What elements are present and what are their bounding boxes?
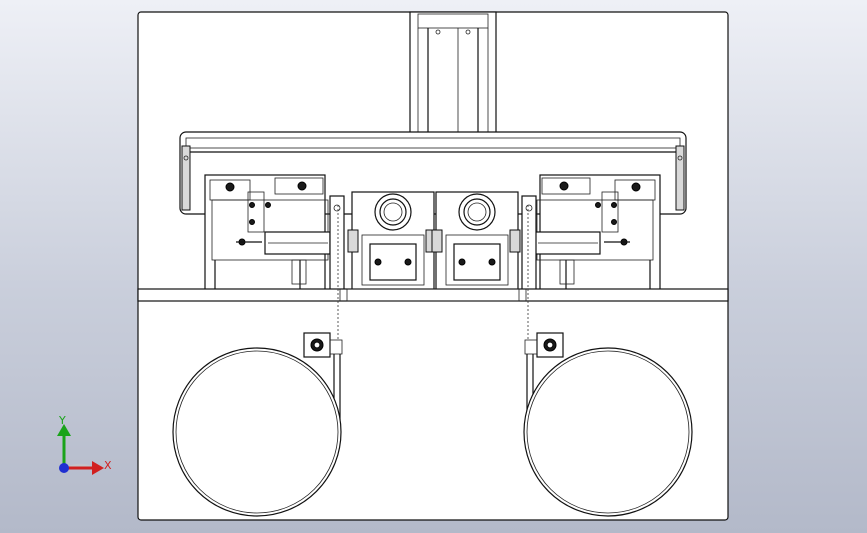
right-actuator-assembly [521,174,661,293]
z-axis-dot [59,463,69,473]
y-axis-arrow-icon [57,424,71,436]
coordinate-triad: Y X [57,414,112,475]
left-clamp-head [347,191,437,293]
right-sensor-bracket [524,332,564,420]
x-axis-label: X [104,459,112,472]
y-axis-label: Y [58,414,66,427]
left-actuator-assembly [204,174,345,293]
left-ring [172,347,342,517]
work-table [137,288,729,302]
right-ring [523,347,693,517]
right-clamp-head [431,191,521,293]
x-axis-arrow-icon [92,461,104,475]
left-sensor-bracket [303,332,343,420]
